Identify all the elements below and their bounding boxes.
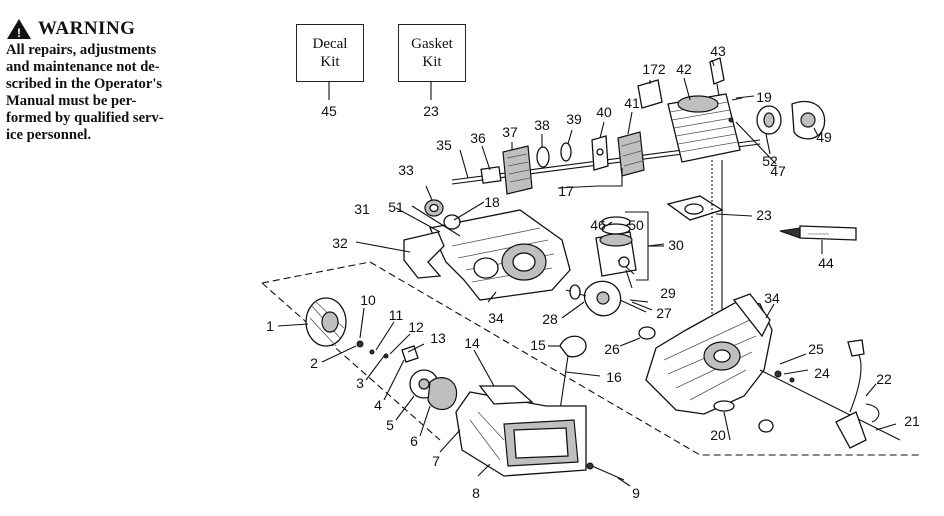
gasket-kit-label: Gasket: [411, 36, 453, 52]
part-number: 43: [710, 43, 726, 59]
engine-housing: [645, 293, 901, 449]
part-number: 32: [332, 235, 348, 251]
part-number: 8: [472, 485, 480, 501]
part-number: 1: [266, 318, 274, 334]
warning-text: All repairs, adjustments and maintenance…: [6, 42, 238, 144]
part-number: 20: [710, 427, 726, 443]
part-number: 172: [642, 61, 666, 77]
part-numbers: 45 23 1 2 3 4 5 6 7 8 9 10 11 12 13 14 1…: [266, 43, 920, 501]
flywheel-group: [305, 297, 625, 481]
warning-line: Manual must be per-: [6, 93, 137, 109]
warning-title: WARNING: [38, 18, 136, 39]
part-number: 37: [502, 124, 518, 140]
part-number: 14: [464, 335, 480, 351]
svg-text:!: !: [17, 26, 21, 40]
part-number: 31: [354, 201, 370, 217]
part-number: 6: [410, 433, 418, 449]
part-number: 16: [606, 369, 622, 385]
part-number: 28: [542, 311, 558, 327]
part-number: 18: [484, 194, 500, 210]
part-number: 15: [530, 337, 546, 353]
warning-header: ! WARNING: [6, 18, 238, 40]
part-number: 12: [408, 319, 424, 335]
warning-line: scribed in the Operator's: [6, 76, 163, 92]
warning-line: ice personnel.: [6, 127, 92, 143]
part-number: 42: [676, 61, 692, 77]
warning-notice: ! WARNING All repairs, adjustments and m…: [6, 18, 238, 144]
decal-kit-label: Decal: [312, 36, 348, 52]
decal-kit-label-2: Kit: [320, 54, 340, 70]
part-number: 7: [432, 453, 440, 469]
part-number: 46: [590, 217, 606, 233]
part-number: 27: [656, 305, 672, 321]
part-number: 30: [668, 237, 684, 253]
part-number: 4: [374, 397, 382, 413]
part-number: 22: [876, 371, 892, 387]
part-number: 49: [816, 129, 832, 145]
part-number: 50: [628, 217, 644, 233]
part-number: 51: [388, 199, 404, 215]
part-number: 33: [398, 162, 414, 178]
part-number: 52: [762, 153, 778, 169]
gasket-kit-label-2: Kit: [422, 54, 442, 70]
warning-line: formed by qualified serv-: [6, 110, 164, 126]
part-number: 47: [770, 163, 786, 179]
warning-line: All repairs, adjustments: [6, 42, 157, 58]
kit-leaders: [328, 81, 432, 100]
part-number: 25: [808, 341, 824, 357]
part-number: 29: [660, 285, 676, 301]
part-number: 2: [310, 355, 318, 371]
part-number: 23: [756, 207, 772, 223]
svg-text:~~~~~~: ~~~~~~: [808, 232, 830, 238]
part-number: 34: [488, 310, 504, 326]
part-number: 35: [436, 137, 452, 153]
part-number: 11: [389, 307, 404, 323]
part-number: 38: [534, 117, 550, 133]
part-number: 10: [360, 292, 376, 308]
part-number: 45: [321, 103, 337, 119]
part-number: 3: [356, 375, 364, 391]
warning-line: and maintenance not de-: [6, 59, 160, 75]
part-number: 21: [904, 413, 920, 429]
assembly-outline: [261, 261, 920, 456]
part-number: 40: [596, 104, 612, 120]
part-number: 9: [632, 485, 640, 501]
part-number: 44: [818, 255, 834, 271]
warning-triangle-icon: !: [7, 19, 31, 40]
part-number: 26: [604, 341, 620, 357]
part-number: 17: [558, 183, 574, 199]
cylinder-group: ~~~~~~: [451, 57, 857, 340]
part-number: 34: [764, 290, 780, 306]
part-number: 24: [814, 365, 830, 381]
part-number: 5: [386, 417, 394, 433]
leader-lines: [277, 59, 897, 487]
part-number: 36: [470, 130, 486, 146]
part-number: 23: [423, 103, 439, 119]
part-number: 19: [756, 89, 772, 105]
part-number: 41: [624, 95, 640, 111]
part-number: 39: [566, 111, 582, 127]
crankcase-half: [403, 199, 571, 301]
part-number: 13: [430, 330, 446, 346]
